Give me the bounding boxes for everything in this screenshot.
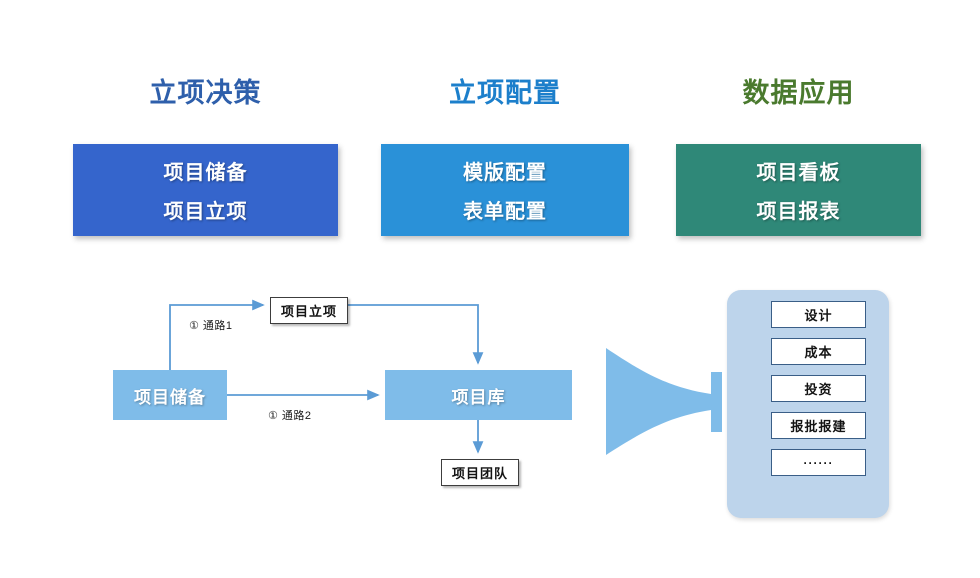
- flow-node-project-library[interactable]: 项目库: [385, 370, 572, 420]
- output-item-list: 设计 成本 投资 报批报建 ······: [771, 301, 866, 476]
- connector-reserve-to-approval: [169, 299, 265, 370]
- output-item-more[interactable]: ······: [771, 449, 866, 476]
- flow-node-project-approval[interactable]: 项目立项: [270, 297, 348, 324]
- pillar-item-project-reserve: 项目储备: [163, 162, 248, 184]
- pillar-item-project-dashboard: 项目看板: [756, 162, 841, 184]
- pillar-item-form-config: 表单配置: [463, 201, 547, 223]
- pillar-title-data-application: 数据应用: [742, 78, 855, 108]
- pillar-data-application: 数据应用 项目看板 项目报表: [676, 73, 921, 236]
- edge-label-path-2: ① 通路2: [268, 410, 312, 422]
- pillar-item-project-report: 项目报表: [756, 201, 841, 223]
- output-item-cost[interactable]: 成本: [771, 338, 866, 365]
- output-item-approval-construction[interactable]: 报批报建: [771, 412, 866, 439]
- pillar-title-decision: 立项决策: [149, 78, 262, 108]
- pillar-title-configuration: 立项配置: [449, 78, 561, 108]
- pillar-box-data-application[interactable]: 项目看板 项目报表: [676, 144, 921, 236]
- output-item-design[interactable]: 设计: [771, 301, 866, 328]
- pillar-box-decision[interactable]: 项目储备 项目立项: [73, 144, 338, 236]
- pillar-box-configuration[interactable]: 模版配置 表单配置: [381, 144, 629, 236]
- connector-approval-to-library: [346, 304, 484, 365]
- output-panel: [727, 290, 889, 518]
- output-item-investment[interactable]: 投资: [771, 375, 866, 402]
- pillar-item-template-config: 模版配置: [463, 162, 547, 184]
- pillar-item-project-approval: 项目立项: [163, 201, 248, 223]
- edge-label-path-1: ① 通路1: [189, 320, 233, 332]
- flow-node-project-reserve[interactable]: 项目储备: [113, 370, 227, 420]
- pillar-decision: 立项决策 项目储备 项目立项: [73, 73, 338, 236]
- flow-node-project-team[interactable]: 项目团队: [441, 459, 519, 486]
- pillar-configuration: 立项配置 模版配置 表单配置: [381, 73, 629, 236]
